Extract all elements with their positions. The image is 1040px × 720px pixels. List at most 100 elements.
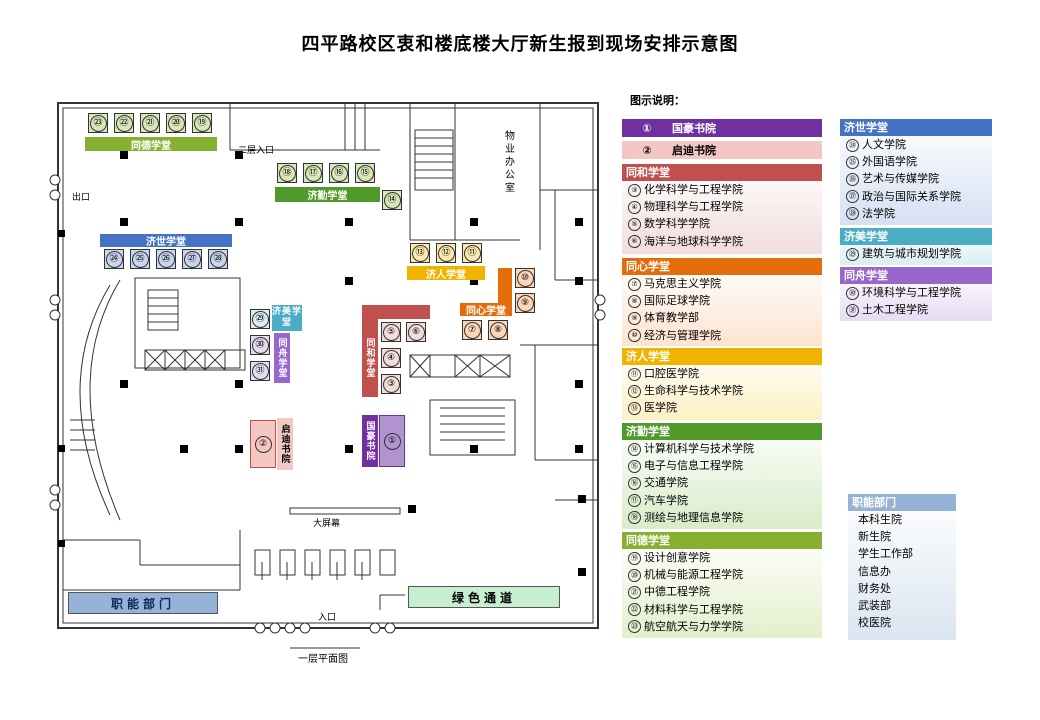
legend-item: 财务处: [858, 581, 891, 595]
booth-30[interactable]: ㉚: [250, 335, 270, 355]
legend-item: 武装部: [858, 598, 891, 612]
booth-19[interactable]: ⑲: [192, 113, 212, 133]
booth-31[interactable]: ㉛: [250, 361, 270, 381]
booth-15[interactable]: ⑮: [355, 163, 375, 183]
entrance-label: 入口: [318, 613, 337, 623]
legend-item: 信息办: [858, 564, 891, 578]
green-channel-bar: 绿色通道: [408, 586, 560, 608]
booth-20[interactable]: ⑳: [166, 113, 186, 133]
legend-qidi: ② 启迪书院: [622, 141, 822, 159]
hall-tongzhou: 同舟学堂: [274, 333, 290, 383]
property-office-label: 物业办公室: [505, 131, 515, 194]
legend-heading: 图示说明：: [630, 94, 685, 107]
legend-item: 本科生院: [858, 513, 902, 526]
hall-jiqin: 济勤学堂: [275, 187, 380, 202]
booth-24[interactable]: ㉔: [104, 249, 124, 269]
booth-14[interactable]: ⑭: [382, 190, 402, 210]
hall-guohao: 国豪书院: [362, 415, 378, 467]
booth-12[interactable]: ⑫: [436, 243, 456, 263]
booth-29[interactable]: ㉙: [250, 309, 270, 329]
legend-item: 新生院: [858, 530, 891, 544]
booth-4[interactable]: ④: [381, 348, 401, 368]
zhineng-bar: 职能部门: [68, 592, 218, 614]
legend-item: 学生工作部: [858, 547, 913, 561]
hall-jiren: 济人学堂: [407, 266, 485, 281]
hall-tongde: 同德学堂: [85, 137, 217, 152]
booth-8[interactable]: ⑧: [488, 320, 508, 340]
booth-3[interactable]: ③: [381, 374, 401, 394]
big-screen-label: 大屏幕: [313, 519, 341, 529]
hall-tonghe: 同和学堂: [362, 319, 378, 397]
legend-item: 校医院: [858, 616, 891, 630]
booth-18[interactable]: ⑱: [277, 163, 297, 183]
booth-22[interactable]: ㉒: [114, 113, 134, 133]
booth-5[interactable]: ⑤: [381, 322, 401, 342]
booth-21[interactable]: ㉑: [140, 113, 160, 133]
plan-label: 一层平面图: [298, 654, 348, 665]
booth-27[interactable]: ㉗: [182, 249, 202, 269]
booth-6[interactable]: ⑥: [406, 322, 426, 342]
booth-9[interactable]: ⑨: [515, 293, 535, 313]
booth-10[interactable]: ⑩: [515, 268, 535, 288]
booth-26[interactable]: ㉖: [156, 249, 176, 269]
booth-28[interactable]: ㉘: [208, 249, 228, 269]
booth-1[interactable]: ①: [379, 415, 405, 467]
booth-17[interactable]: ⑰: [303, 163, 323, 183]
booth-2[interactable]: ②: [250, 420, 276, 468]
booth-16[interactable]: ⑯: [329, 163, 349, 183]
hall-qidi: 启迪书院: [277, 418, 293, 470]
booth-23[interactable]: ㉓: [88, 113, 108, 133]
legend-zhineng: 职能部门 本科生院 新生院 学生工作部 信息办 财务处 武装部 校医院: [848, 494, 956, 640]
booth-11[interactable]: ⑪: [462, 243, 482, 263]
second-floor-entrance-label: 二层入口: [238, 146, 275, 156]
booth-25[interactable]: ㉕: [130, 249, 150, 269]
page-title: 四平路校区衷和楼底楼大厅新生报到现场安排示意图: [301, 34, 739, 55]
exit-label: 出口: [72, 193, 91, 203]
hall-jimei: 济美学堂: [272, 305, 302, 331]
tongxin-bar: [498, 268, 512, 304]
hall-tongxin: 同心学堂: [460, 303, 512, 317]
booth-13[interactable]: ⑬: [410, 243, 430, 263]
legend-guohao: ① 国豪书院: [622, 119, 822, 137]
tonghe-bar: [362, 305, 430, 319]
hall-jishi: 济世学堂: [100, 234, 232, 248]
booth-7[interactable]: ⑦: [462, 320, 482, 340]
